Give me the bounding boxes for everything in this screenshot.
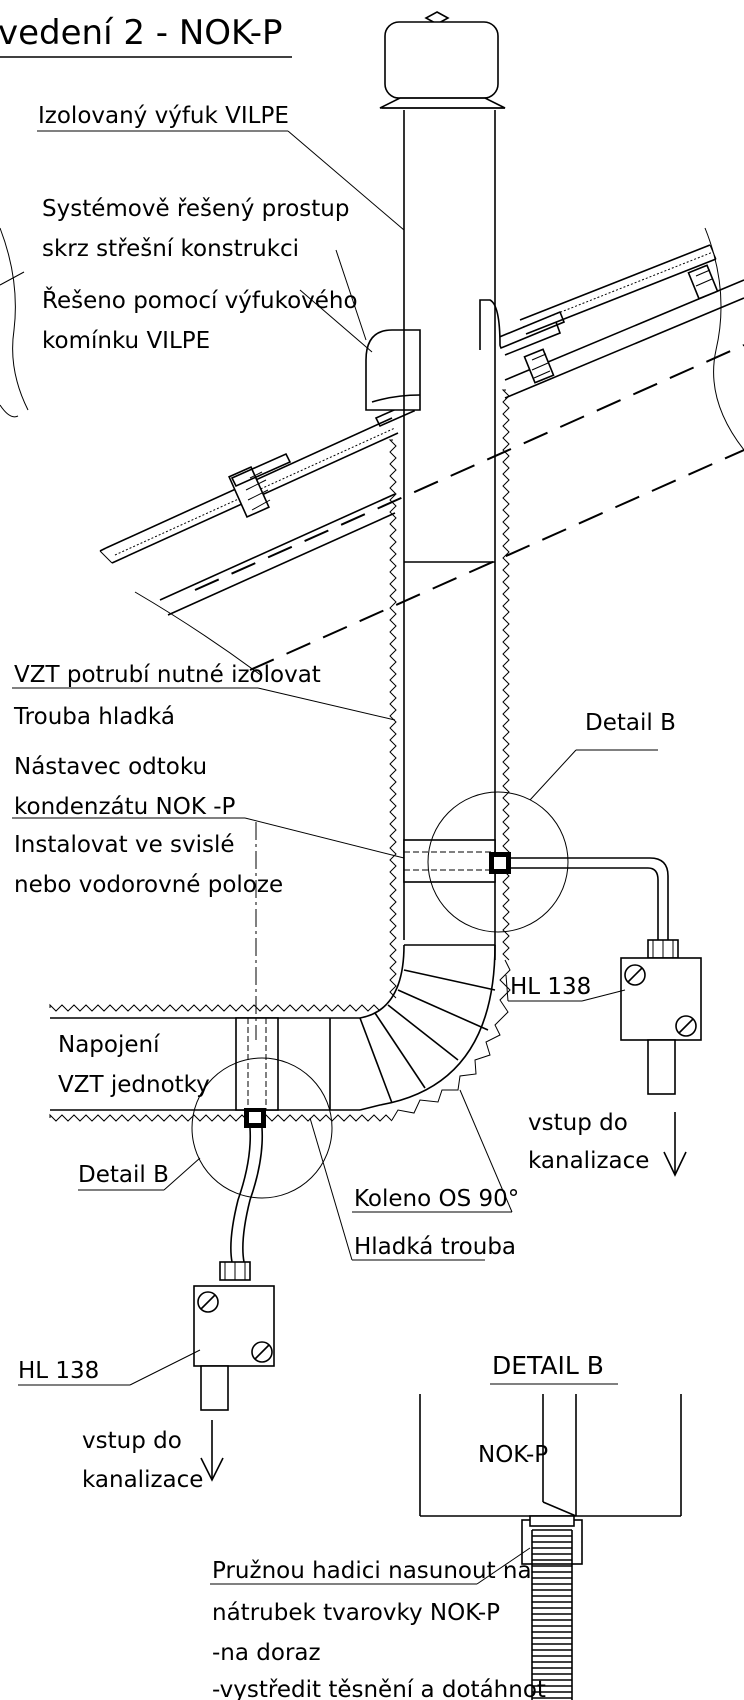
label-nastavec-2: kondenzátu NOK -P: [14, 794, 236, 820]
label-detail-b-title: DETAIL B: [492, 1351, 604, 1380]
elbow-and-horizontal-pipe: [49, 822, 511, 1128]
label-hl138-right: HL 138: [510, 974, 591, 1000]
label-vstup-right-1: vstup do: [528, 1110, 628, 1136]
label-napojeni-1: Napojení: [58, 1032, 160, 1058]
label-napojeni-2: VZT jednotky: [58, 1072, 210, 1098]
label-prostup-2: skrz střešní konstrukci: [42, 236, 299, 262]
vilpe-roof-penetration: [365, 299, 501, 411]
label-nok-p: NOK-P: [478, 1442, 548, 1468]
label-izolovany-vyfuk: Izolovaný výfuk VILPE: [38, 103, 289, 129]
detail-b-circle-lower: [191, 1057, 333, 1199]
label-pruznou-3: -na doraz: [212, 1640, 321, 1666]
leader-lines: [12, 130, 658, 1585]
label-vzt-izolovat: VZT potrubí nutné izolovat: [14, 662, 321, 688]
label-detail-b-lower: Detail B: [78, 1162, 169, 1188]
label-hl138-left: HL 138: [18, 1358, 99, 1384]
label-vstup-left-1: vstup do: [82, 1428, 182, 1454]
label-vstup-right-2: kanalizace: [528, 1148, 649, 1174]
label-instalovat-1: Instalovat ve svislé: [14, 832, 235, 858]
label-pruznou-4: -vystředit těsnění a dotáhnot: [212, 1677, 546, 1700]
label-koleno: Koleno OS 90°: [354, 1186, 519, 1212]
label-detail-b-upper: Detail B: [585, 710, 676, 736]
detail-b-circle-upper: [427, 791, 569, 933]
hl138-trap-left: [193, 1127, 275, 1482]
label-trouba-hladka: Trouba hladká: [13, 704, 175, 730]
label-reseno-1: Řešeno pomocí výfukového: [42, 286, 358, 314]
detail-b-drawing: [419, 1394, 682, 1700]
label-vstup-left-2: kanalizace: [82, 1467, 203, 1493]
label-reseno-2: komínku VILPE: [42, 328, 210, 354]
label-nastavec-1: Nástavec odtoku: [14, 754, 207, 780]
label-prostup-1: Systémově řešený prostup: [42, 196, 349, 222]
title-text: vedení 2 - NOK-P: [0, 13, 283, 53]
label-pruznou-2: nátrubek tvarovky NOK-P: [212, 1600, 500, 1626]
text-labels: Izolovaný výfuk VILPE Systémově řešený p…: [13, 103, 676, 1700]
hl138-trap-right: [511, 857, 702, 1177]
vertical-pipe: [379, 11, 511, 999]
label-instalovat-2: nebo vodorovné poloze: [14, 872, 283, 898]
label-pruznou-1: Pružnou hadici nasunout na: [212, 1558, 532, 1584]
label-hladka-trouba: Hladká trouba: [354, 1234, 516, 1260]
roof-construction: [0, 227, 744, 677]
drawing-title: vedení 2 - NOK-P: [0, 13, 292, 58]
